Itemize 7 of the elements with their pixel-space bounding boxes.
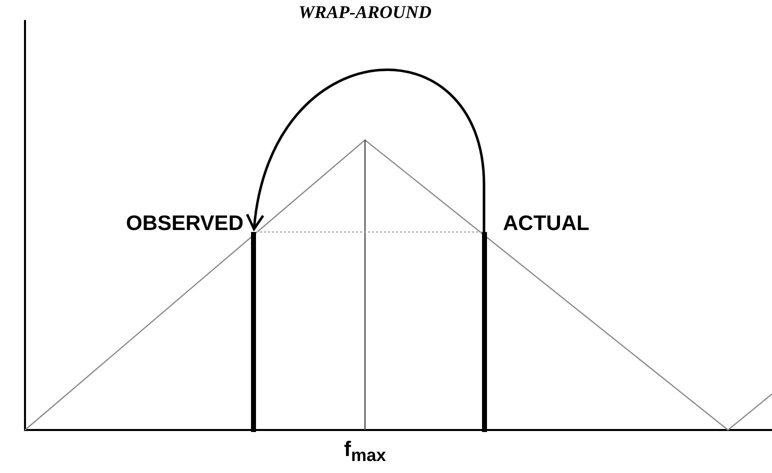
bar-label: OBSERVED xyxy=(126,212,244,236)
axis-label: f$_{max}$ xyxy=(344,438,386,466)
marker-bar xyxy=(482,232,487,432)
curved-arrow xyxy=(247,69,486,232)
marker-bar xyxy=(251,232,256,432)
edge-label: WRAP-AROUND xyxy=(298,2,432,23)
bar-label: ACTUAL xyxy=(503,212,590,236)
